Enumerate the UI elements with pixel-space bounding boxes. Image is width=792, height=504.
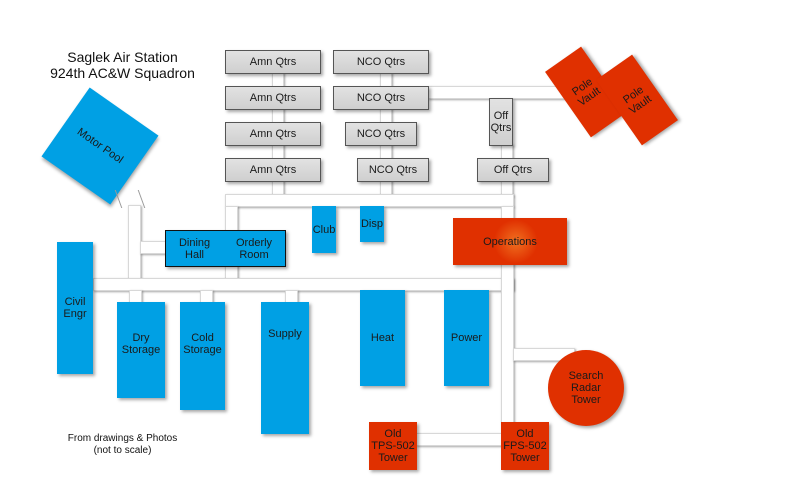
amn-qtrs[interactable]: Amn Qtrs: [225, 50, 321, 74]
nco-qtrs[interactable]: NCO Qtrs: [333, 50, 429, 74]
old-fps-502-tower[interactable]: Old FPS-502 Tower: [501, 422, 549, 470]
dining-hall-orderly-room[interactable]: Dining Hall Orderly Room: [165, 230, 286, 267]
operations[interactable]: Operations: [453, 218, 567, 265]
off-qtrs[interactable]: Off Qtrs: [489, 98, 513, 146]
dispensary[interactable]: Disp: [360, 206, 384, 242]
amn-qtrs[interactable]: Amn Qtrs: [225, 158, 321, 182]
heat[interactable]: Heat: [360, 290, 405, 386]
power[interactable]: Power: [444, 290, 489, 386]
club[interactable]: Club: [312, 206, 336, 253]
amn-qtrs[interactable]: Amn Qtrs: [225, 86, 321, 110]
amn-qtrs[interactable]: Amn Qtrs: [225, 122, 321, 146]
corridor-towers: [416, 433, 502, 446]
nco-qtrs[interactable]: NCO Qtrs: [333, 86, 429, 110]
orderly-room: Orderly Room: [236, 236, 273, 261]
motor-pool-connector: [114, 190, 146, 208]
dry-storage[interactable]: Dry Storage: [117, 302, 165, 398]
motor-pool[interactable]: Motor Pool: [41, 87, 159, 205]
civil-engr[interactable]: Civil Engr: [57, 242, 93, 374]
diagram-title: Saglek Air Station 924th AC&W Squadron: [50, 49, 195, 81]
off-qtrs[interactable]: Off Qtrs: [477, 158, 549, 182]
old-tps-502-tower[interactable]: Old TPS-502 Tower: [369, 422, 417, 470]
cold-storage[interactable]: Cold Storage: [180, 302, 225, 410]
corridor-dining-link: [140, 241, 166, 254]
scale-note: From drawings & Photos (not to scale): [67, 433, 178, 456]
dining-hall: Dining Hall: [178, 236, 211, 261]
nco-qtrs[interactable]: NCO Qtrs: [345, 122, 417, 146]
nco-qtrs[interactable]: NCO Qtrs: [357, 158, 429, 182]
supply[interactable]: Supply: [261, 302, 309, 434]
search-radar-tower[interactable]: Search Radar Tower: [548, 350, 624, 426]
